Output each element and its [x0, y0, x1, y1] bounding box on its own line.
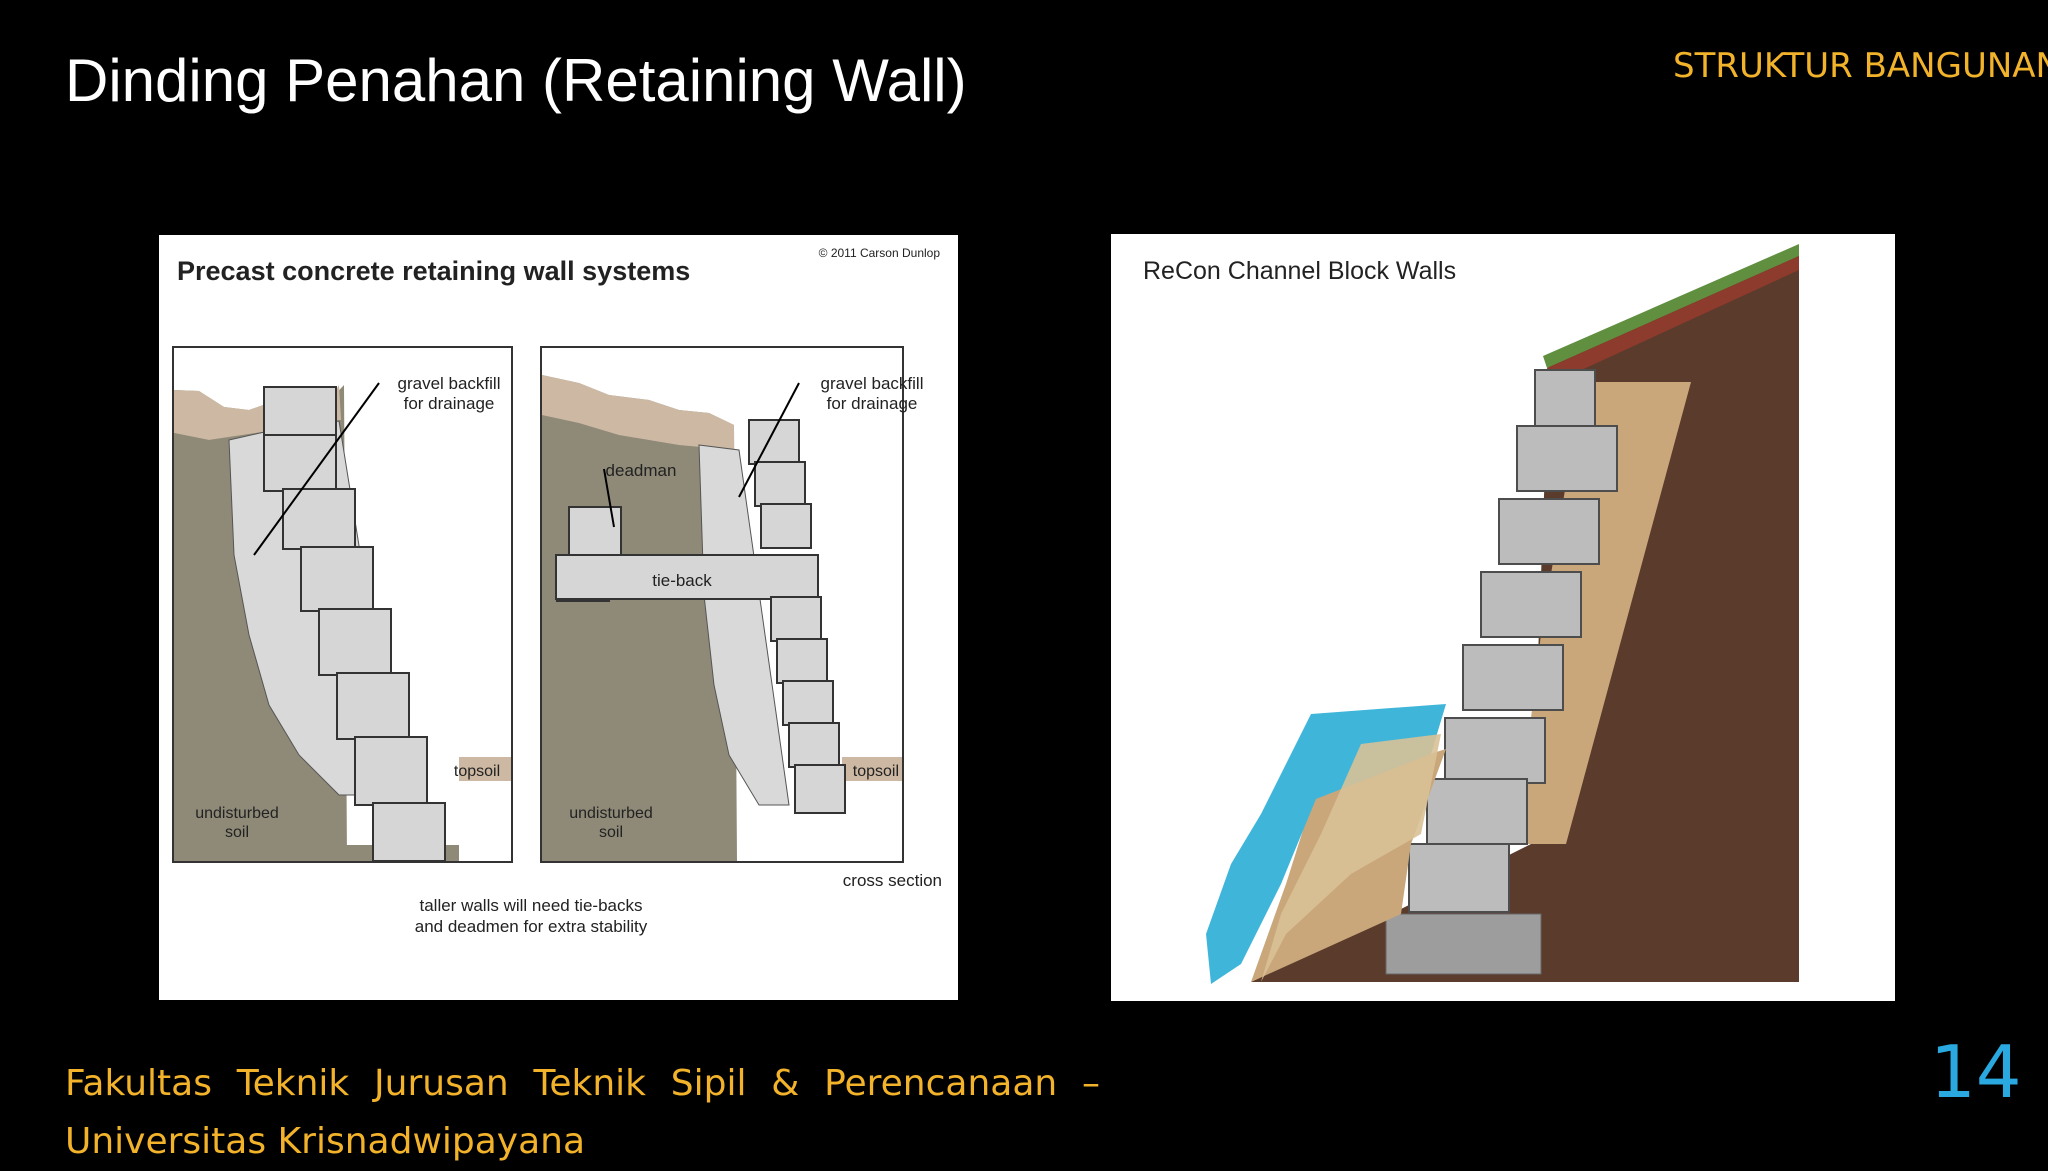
figure-left-copyright: © 2011 Carson Dunlop — [819, 246, 941, 260]
panel-b-gravel-label-2: for drainage — [827, 394, 918, 413]
figure-left-title: Precast concrete retaining wall systems — [177, 256, 690, 286]
panel-b-topsoil: topsoil — [853, 763, 899, 780]
panel-b-soil-label-2: soil — [599, 824, 623, 841]
panel-a-topsoil: topsoil — [454, 763, 500, 780]
caption-line-1: taller walls will need tie-backs — [420, 896, 643, 915]
precast-wall-diagram: Precast concrete retaining wall systems … — [172, 246, 942, 936]
page-number: 14 — [1930, 1030, 2022, 1114]
caption-line-2: and deadmen for extra stability — [415, 917, 648, 936]
panel-a-gravel-label-1: gravel backfill — [398, 374, 501, 393]
footer-university: Universitas Krisnadwipayana — [65, 1121, 586, 1162]
panel-b: gravel backfill for drainage deadman tie… — [540, 346, 924, 863]
panel-b-gravel-label-1: gravel backfill — [821, 374, 924, 393]
panel-a: gravel backfill for drainage topsoil und… — [172, 346, 513, 863]
course-label: STRUKTUR BANGUNAN — [1673, 46, 2048, 86]
panel-a-soil-label-2: soil — [225, 824, 249, 841]
panel-a-soil-label-1: undisturbed — [195, 805, 279, 822]
cross-section-label: cross section — [843, 871, 942, 890]
recon-wall-diagram: ReCon Channel Block Walls — [1143, 244, 1799, 984]
precast-wall-figure: Precast concrete retaining wall systems … — [159, 235, 958, 1000]
footer-faculty: Fakultas Teknik Jurusan Teknik Sipil & P… — [65, 1063, 1100, 1104]
panel-b-tieback: tie-back — [652, 571, 712, 590]
recon-block-wall-figure: ReCon Channel Block Walls — [1111, 234, 1895, 1001]
panel-b-deadman: deadman — [606, 461, 677, 480]
panel-b-soil-label-1: undisturbed — [569, 805, 653, 822]
figure-right-title: ReCon Channel Block Walls — [1143, 257, 1456, 285]
panel-a-gravel-label-2: for drainage — [404, 394, 495, 413]
slide-title: Dinding Penahan (Retaining Wall) — [65, 47, 967, 114]
